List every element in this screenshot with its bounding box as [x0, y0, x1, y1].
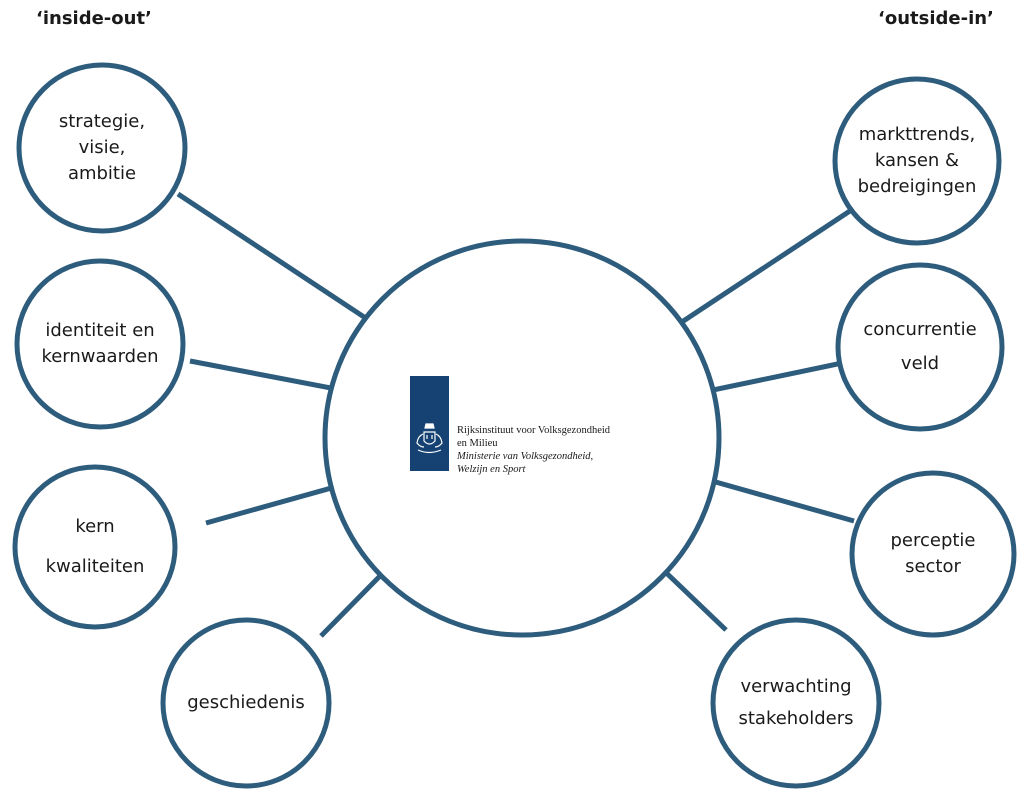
rivm-logo: Rijksinstituut voor Volksgezondheid en M… — [410, 376, 640, 476]
center-circle — [322, 238, 722, 638]
node-circle-concurrentie — [835, 262, 1005, 432]
node-label-line: geschiedenis — [187, 692, 305, 713]
node-circle-kern — [12, 464, 178, 630]
node-label-line: kwaliteiten — [45, 556, 145, 577]
node-label-line: bedreigingen — [857, 176, 977, 197]
node-label-line: concurrentie — [863, 319, 977, 340]
node-label-verwachting: verwachting stakeholders — [723, 630, 869, 776]
node-label-line: verwachting — [740, 676, 852, 697]
node-label-line: visie, — [78, 137, 126, 158]
node-circle-strategie — [16, 62, 188, 234]
node-label-line: stakeholders — [738, 708, 854, 729]
node-circle-verwachting — [710, 617, 882, 789]
node-circle-identiteit — [14, 258, 186, 430]
node-circle-geschiedenis — [160, 617, 332, 789]
coat-of-arms-icon — [416, 423, 443, 454]
node-label-line: kansen & — [874, 150, 960, 171]
logo-block — [410, 376, 449, 471]
node-label-geschiedenis: geschiedenis — [173, 630, 319, 776]
outside-in-heading: ‘outside-in’ — [878, 8, 994, 29]
node-label-line: sector — [905, 556, 961, 577]
logo-line-2: en Milieu — [457, 438, 498, 449]
node-label-line: markttrends, — [858, 124, 976, 145]
logo-line-4: Welzijn en Sport — [457, 464, 526, 475]
node-circle-perceptie — [849, 470, 1017, 638]
node-label-strategie: strategie, visie, ambitie — [29, 75, 175, 221]
node-label-concurrentie: concurrentie veld — [848, 275, 992, 419]
node-label-kern: kern kwaliteiten — [25, 477, 165, 617]
node-circle-markttrends — [832, 76, 1002, 246]
node-label-line: kernwaarden — [41, 346, 159, 367]
node-label-identiteit: identiteit en kernwaarden — [27, 271, 173, 417]
node-label-line: perceptie — [890, 530, 976, 551]
node-label-markttrends: markttrends, kansen & bedreigingen — [845, 89, 989, 233]
node-label-perceptie: perceptie sector — [862, 483, 1004, 625]
node-label-line: strategie, — [58, 111, 146, 132]
logo-line-3: Ministerie van Volksgezondheid, — [457, 451, 594, 462]
inside-out-heading: ‘inside-out’ — [36, 8, 152, 29]
node-label-line: ambitie — [67, 163, 137, 184]
node-label-line: identiteit en — [45, 320, 155, 341]
logo-line-1: Rijksinstituut voor Volksgezondheid — [457, 425, 611, 436]
node-label-line: kern — [75, 516, 115, 537]
node-label-line: veld — [900, 353, 940, 374]
logo-text: Rijksinstituut voor Volksgezondheid en M… — [457, 424, 610, 476]
